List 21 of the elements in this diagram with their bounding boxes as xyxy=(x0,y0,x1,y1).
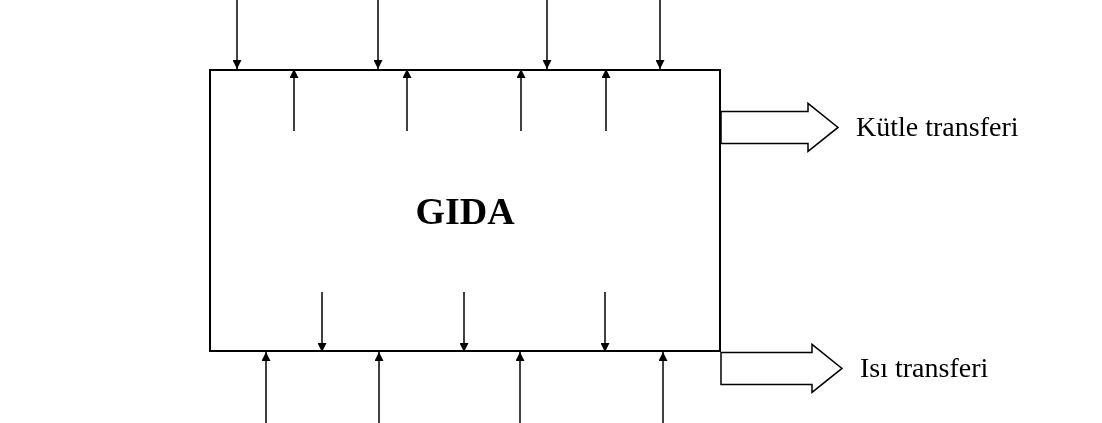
arrow xyxy=(261,351,271,423)
arrow xyxy=(317,291,327,353)
arrow xyxy=(600,291,610,353)
transfer-label: Kütle transferi xyxy=(856,112,1019,143)
arrow xyxy=(459,291,469,353)
arrow xyxy=(655,0,665,70)
arrow xyxy=(289,68,299,132)
box-label: GIDA xyxy=(415,188,515,233)
arrow xyxy=(658,351,668,423)
arrow xyxy=(516,68,526,132)
arrow xyxy=(601,68,611,132)
arrow xyxy=(374,351,384,423)
block-arrow xyxy=(720,101,840,153)
food-box xyxy=(209,69,721,352)
transfer-label: Isı transferi xyxy=(860,353,989,384)
arrow xyxy=(515,351,525,423)
arrow xyxy=(542,0,552,70)
arrow xyxy=(232,0,242,70)
arrow xyxy=(373,0,383,70)
block-arrow xyxy=(720,342,844,394)
arrow xyxy=(402,68,412,132)
